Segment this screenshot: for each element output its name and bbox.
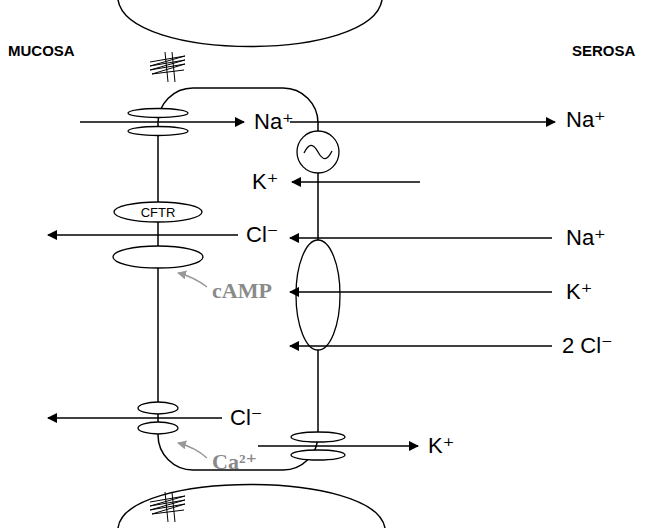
cell-membrane [158,88,318,470]
cftr-channel: CFTR [113,201,203,223]
region-label: MUCOSA [8,43,75,58]
region-label: SEROSA [572,43,635,58]
messenger-label: Ca²⁺ [212,451,257,473]
flux-arrow [48,234,238,236]
ion-label: Na⁺ [566,109,606,131]
flux-arrow [292,181,420,183]
regulation-arrow [178,273,207,287]
ion-label: K⁺ [566,281,592,303]
ion-label: Na⁺ [254,111,294,133]
ion-label: Na⁺ [566,227,606,249]
cl-channel [138,422,178,434]
flux-arrow [258,445,418,447]
tight-junction [150,52,185,82]
na-channel [128,127,188,136]
k-channel [291,450,345,460]
cl-channel [138,402,178,414]
pump-symbol [304,145,332,158]
channel-outline [114,202,202,222]
flux-arrow [290,345,552,347]
ion-label: K⁺ [252,171,278,193]
ion-label: Cl⁻ [246,224,278,246]
flux-arrow [48,417,222,419]
neighbor-cell [118,0,382,47]
tight-junction [150,492,185,522]
flux-arrow [80,121,244,123]
flux-arrow [290,237,552,239]
channel-name: CFTR [113,205,203,220]
na-channel [128,109,188,118]
k-channel [291,432,345,442]
messenger-label: cAMP [212,280,272,302]
flux-arrow [290,291,552,293]
neighbor-cell [118,485,385,528]
ion-label: 2 Cl⁻ [562,335,613,357]
flux-arrow [290,121,555,123]
ion-label: Cl⁻ [230,407,262,429]
cftr-channel [113,246,203,268]
ion-label: K⁺ [428,435,454,457]
nkcc-cotransporter [296,240,340,350]
na-k-pump [297,131,339,173]
regulation-arrow [178,443,207,458]
